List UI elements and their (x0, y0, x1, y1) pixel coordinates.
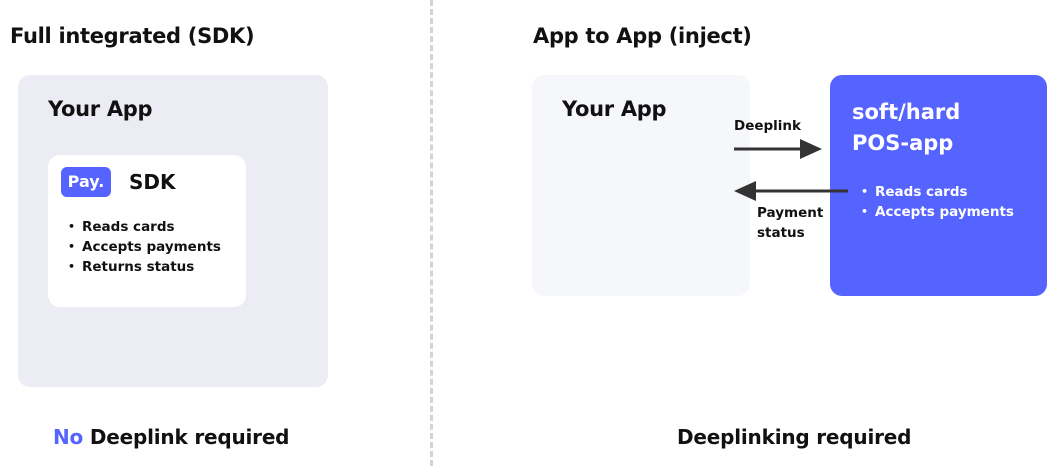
payment-status-line1: Payment (757, 205, 824, 221)
section-divider (430, 0, 433, 466)
pos-app-title: soft/hard POS-app (852, 97, 960, 159)
payment-status-arrow (734, 181, 848, 201)
pos-feature-item: Accepts payments (861, 202, 1014, 222)
app-to-app-section-title: App to App (inject) (533, 24, 752, 48)
pay-logo: Pay. (61, 167, 111, 197)
your-app-box: Your App (532, 75, 750, 296)
deeplink-label: Deeplink (734, 118, 802, 134)
your-app-title: Your App (48, 97, 153, 121)
pos-feature-item: Reads cards (861, 182, 1014, 202)
sdk-card: Pay. SDK Reads cards Accepts payments Re… (48, 155, 246, 307)
sdk-title: SDK (129, 170, 176, 194)
sdk-feature-item: Returns status (68, 257, 221, 277)
pos-app-title-line2: POS-app (852, 131, 954, 155)
footer-rest: Deeplink required (83, 425, 290, 449)
app-to-app-footer: Deeplinking required (677, 425, 912, 449)
sdk-feature-list: Reads cards Accepts payments Returns sta… (68, 217, 221, 277)
footer-highlight: No (53, 425, 84, 449)
pos-app-title-line1: soft/hard (852, 100, 961, 124)
payment-status-line2: status (757, 225, 805, 241)
pos-feature-list: Reads cards Accepts payments (861, 182, 1014, 222)
pos-app-box: soft/hard POS-app Reads cards Accepts pa… (830, 75, 1047, 296)
sdk-footer: No Deeplink required (53, 425, 290, 449)
flow-arrows (734, 139, 848, 201)
deeplink-arrow (734, 139, 822, 159)
sdk-section-title: Full integrated (SDK) (10, 24, 255, 48)
sdk-feature-item: Accepts payments (68, 237, 221, 257)
your-app-title: Your App (562, 97, 667, 121)
payment-status-label: Payment status (757, 203, 823, 243)
sdk-feature-item: Reads cards (68, 217, 221, 237)
